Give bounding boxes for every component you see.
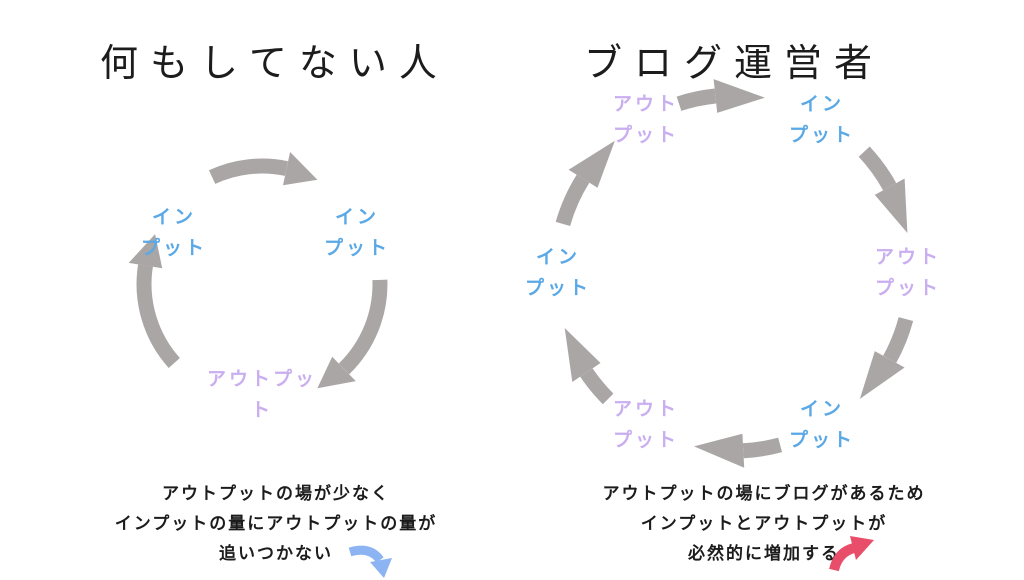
cycle-arrow-shaft	[742, 437, 783, 459]
curved-down-arrow-icon	[348, 545, 392, 578]
right-node-input-3: イン プット	[525, 242, 591, 304]
node-line: プット	[612, 124, 680, 146]
cycle-arrow	[859, 316, 914, 399]
cycle-arrow-head	[564, 328, 601, 382]
cycle-arrow	[676, 79, 765, 113]
node-line: イン	[535, 246, 581, 268]
cycle-arrow-head	[283, 152, 318, 186]
left-caption: アウトプットの場が少なく インプットの量にアウトプットの量が 追いつかない	[66, 479, 486, 569]
cycle-arrow	[858, 146, 908, 233]
right-caption: アウトプットの場にブログがあるため インプットとアウトプットが 必然的に増加する	[534, 479, 994, 569]
caption-line: アウトプットの場にブログがあるため	[602, 484, 926, 504]
right-node-output-1: アウト プット	[613, 89, 679, 151]
node-line: イン	[334, 206, 380, 228]
cycle-arrow	[317, 279, 388, 389]
cycle-arrow-head	[568, 140, 615, 188]
left-node-output: アウトプッ ト	[207, 364, 317, 426]
node-line: イン	[799, 93, 845, 115]
caption-line: 追いつかない	[219, 544, 333, 564]
right-node-output-3: アウト プット	[613, 394, 679, 456]
node-line: アウトプッ	[206, 368, 318, 390]
left-heading: 何もしてない人	[100, 41, 449, 85]
cycle-arrow	[555, 140, 615, 227]
node-line: プット	[140, 237, 208, 259]
cycle-arrow	[694, 433, 783, 468]
node-line: プット	[874, 277, 942, 299]
curved-up-arrow-icon	[829, 536, 874, 572]
node-line: イン	[799, 398, 845, 420]
caption-line: 必然的に増加する	[688, 544, 840, 564]
cycle-arrow-head	[694, 433, 745, 468]
caption-line: インプットとアウトプットが	[640, 514, 888, 534]
right-node-input-1: イン プット	[789, 89, 855, 151]
node-line: プット	[788, 429, 856, 451]
cycle-arrow	[564, 328, 614, 405]
cycle-arrow-head	[859, 351, 905, 399]
cycle-arrow-shaft	[580, 368, 614, 405]
cycle-arrow	[208, 152, 318, 186]
caption-line: インプットの量にアウトプットの量が	[114, 514, 438, 534]
cycle-arrow-shaft	[883, 316, 914, 363]
cycle-arrow-shaft	[858, 146, 897, 191]
cycle-arrow-shaft	[676, 88, 717, 111]
left-node-input-2: イン プット	[324, 202, 390, 264]
caption-line: アウトプットの場が少なく	[162, 484, 390, 504]
node-line: プット	[788, 124, 856, 146]
node-line: イン	[151, 206, 197, 228]
left-node-input-1: イン プット	[141, 202, 207, 264]
right-heading: ブログ運営者	[584, 41, 885, 85]
right-node-input-2: イン プット	[789, 394, 855, 456]
cycle-arrow-shaft	[555, 174, 590, 227]
cycle-arrow-head	[128, 234, 163, 269]
cycle-arrow-head	[317, 356, 356, 389]
node-line: プット	[524, 277, 592, 299]
cycle-arrow-shaft	[338, 279, 388, 375]
cycle-arrow	[128, 234, 180, 369]
cycle-arrow-head	[713, 79, 765, 113]
right-cycle-arrows	[555, 79, 914, 468]
cycle-arrow-head	[874, 178, 908, 233]
node-line: アウト	[612, 398, 680, 420]
node-line: プット	[612, 429, 680, 451]
left-panel: 何もしてない人 イン プット イン プット アウトプッ ト アウトプットの場が少…	[66, 41, 486, 578]
left-cycle-arrows	[128, 152, 388, 389]
cycle-arrow-shaft	[208, 158, 289, 184]
node-line: プット	[323, 237, 391, 259]
right-node-output-2: アウト プット	[875, 242, 941, 304]
node-line: ト	[250, 399, 274, 421]
node-line: アウト	[612, 93, 680, 115]
right-panel: ブログ運営者 アウト プット イン プット アウト プット イン プット アウト…	[512, 0, 1024, 580]
cycle-arrow-shaft	[136, 264, 180, 369]
node-line: アウト	[874, 246, 942, 268]
